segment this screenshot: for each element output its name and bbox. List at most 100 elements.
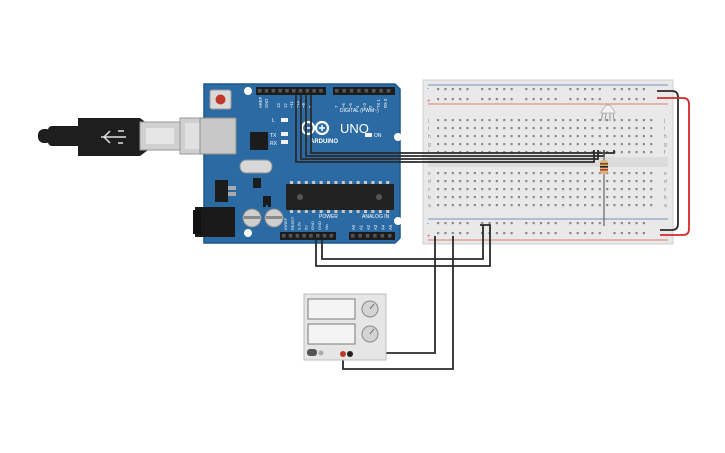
breadboard-hole[interactable] xyxy=(650,119,653,122)
breadboard-hole[interactable] xyxy=(554,180,557,183)
breadboard-hole[interactable] xyxy=(628,180,631,183)
breadboard-hole[interactable] xyxy=(444,143,447,146)
rail-hole[interactable] xyxy=(613,88,616,91)
breadboard-hole[interactable] xyxy=(628,119,631,122)
breadboard-hole[interactable] xyxy=(598,196,601,199)
header-hole[interactable] xyxy=(379,89,383,93)
header-hole[interactable] xyxy=(292,89,296,93)
breadboard-hole[interactable] xyxy=(606,204,609,207)
breadboard-hole[interactable] xyxy=(561,204,565,207)
breadboard-hole[interactable] xyxy=(466,204,469,207)
breadboard-hole[interactable] xyxy=(620,127,623,130)
header-hole[interactable] xyxy=(351,234,355,238)
breadboard-hole[interactable] xyxy=(606,196,609,199)
breadboard-hole[interactable] xyxy=(642,127,645,130)
positive-terminal[interactable] xyxy=(340,351,346,357)
breadboard-hole[interactable] xyxy=(628,172,631,175)
rail-hole[interactable] xyxy=(584,98,587,101)
rail-hole[interactable] xyxy=(547,98,550,101)
breadboard-hole[interactable] xyxy=(642,135,645,138)
rail-hole[interactable] xyxy=(488,88,491,91)
breadboard-hole[interactable] xyxy=(561,143,565,146)
breadboard-hole[interactable] xyxy=(635,180,638,183)
rail-hole[interactable] xyxy=(503,98,506,101)
breadboard-hole[interactable] xyxy=(510,143,513,146)
breadboard-hole[interactable] xyxy=(495,172,498,175)
breadboard-hole[interactable] xyxy=(613,143,616,146)
breadboard-hole[interactable] xyxy=(613,172,616,175)
breadboard-hole[interactable] xyxy=(525,119,528,122)
breadboard-hole[interactable] xyxy=(444,127,447,130)
rail-hole[interactable] xyxy=(510,222,513,225)
breadboard-hole[interactable] xyxy=(547,127,550,130)
breadboard-hole[interactable] xyxy=(547,180,550,183)
breadboard-hole[interactable] xyxy=(525,180,528,183)
header-hole[interactable] xyxy=(349,89,354,93)
rail-hole[interactable] xyxy=(539,88,543,91)
breadboard-hole[interactable] xyxy=(510,119,513,122)
breadboard-hole[interactable] xyxy=(466,119,469,122)
breadboard-hole[interactable] xyxy=(437,180,440,183)
breadboard-hole[interactable] xyxy=(620,119,623,122)
rail-hole[interactable] xyxy=(444,98,447,101)
breadboard-hole[interactable] xyxy=(517,188,521,191)
breadboard-hole[interactable] xyxy=(437,188,440,191)
header-hole[interactable] xyxy=(329,234,334,238)
breadboard-hole[interactable] xyxy=(503,180,506,183)
breadboard-hole[interactable] xyxy=(554,172,557,175)
breadboard-hole[interactable] xyxy=(473,172,476,175)
power-wires[interactable] xyxy=(315,224,491,267)
breadboard-hole[interactable] xyxy=(517,180,521,183)
rail-hole[interactable] xyxy=(525,98,528,101)
rail-hole[interactable] xyxy=(532,232,535,235)
breadboard-hole[interactable] xyxy=(503,119,506,122)
breadboard-hole[interactable] xyxy=(635,143,638,146)
rail-hole[interactable] xyxy=(495,222,498,225)
breadboard-hole[interactable] xyxy=(584,196,587,199)
breadboard-hole[interactable] xyxy=(591,143,594,146)
header-hole[interactable] xyxy=(357,89,361,93)
rail-hole[interactable] xyxy=(635,98,638,101)
rail-hole[interactable] xyxy=(576,88,579,91)
breadboard-hole[interactable] xyxy=(620,151,623,154)
rail-hole[interactable] xyxy=(437,232,440,235)
header-hole[interactable] xyxy=(312,89,316,93)
breadboard-hole[interactable] xyxy=(517,143,521,146)
header-hole[interactable] xyxy=(302,234,306,238)
breadboard-hole[interactable] xyxy=(466,180,469,183)
breadboard-hole[interactable] xyxy=(437,172,440,175)
breadboard-hole[interactable] xyxy=(635,119,638,122)
rail-hole[interactable] xyxy=(437,222,440,225)
breadboard-hole[interactable] xyxy=(539,127,543,130)
breadboard-hole[interactable] xyxy=(481,135,484,138)
breadboard-hole[interactable] xyxy=(584,172,587,175)
rail-hole[interactable] xyxy=(642,98,645,101)
breadboard-hole[interactable] xyxy=(569,127,572,130)
breadboard-hole[interactable] xyxy=(495,135,498,138)
breadboard-hole[interactable] xyxy=(539,196,543,199)
breadboard-hole[interactable] xyxy=(451,188,454,191)
rail-hole[interactable] xyxy=(591,222,594,225)
breadboard-hole[interactable] xyxy=(547,135,550,138)
rail-hole[interactable] xyxy=(598,222,601,225)
breadboard-hole[interactable] xyxy=(635,172,638,175)
header-hole[interactable] xyxy=(365,234,370,238)
rail-hole[interactable] xyxy=(620,232,623,235)
breadboard-hole[interactable] xyxy=(620,143,623,146)
breadboard-hole[interactable] xyxy=(642,172,645,175)
header-hole[interactable] xyxy=(388,234,392,238)
breadboard-hole[interactable] xyxy=(532,172,535,175)
breadboard-hole[interactable] xyxy=(473,127,476,130)
breadboard-hole[interactable] xyxy=(584,127,587,130)
header-hole[interactable] xyxy=(264,89,269,93)
rail-hole[interactable] xyxy=(569,232,572,235)
rail-hole[interactable] xyxy=(584,222,587,225)
rail-hole[interactable] xyxy=(539,98,543,101)
breadboard-hole[interactable] xyxy=(584,135,587,138)
breadboard-hole[interactable] xyxy=(576,172,579,175)
breadboard-hole[interactable] xyxy=(495,196,498,199)
breadboard-hole[interactable] xyxy=(488,119,491,122)
breadboard-hole[interactable] xyxy=(532,204,535,207)
header-hole[interactable] xyxy=(364,89,369,93)
breadboard-hole[interactable] xyxy=(584,180,587,183)
